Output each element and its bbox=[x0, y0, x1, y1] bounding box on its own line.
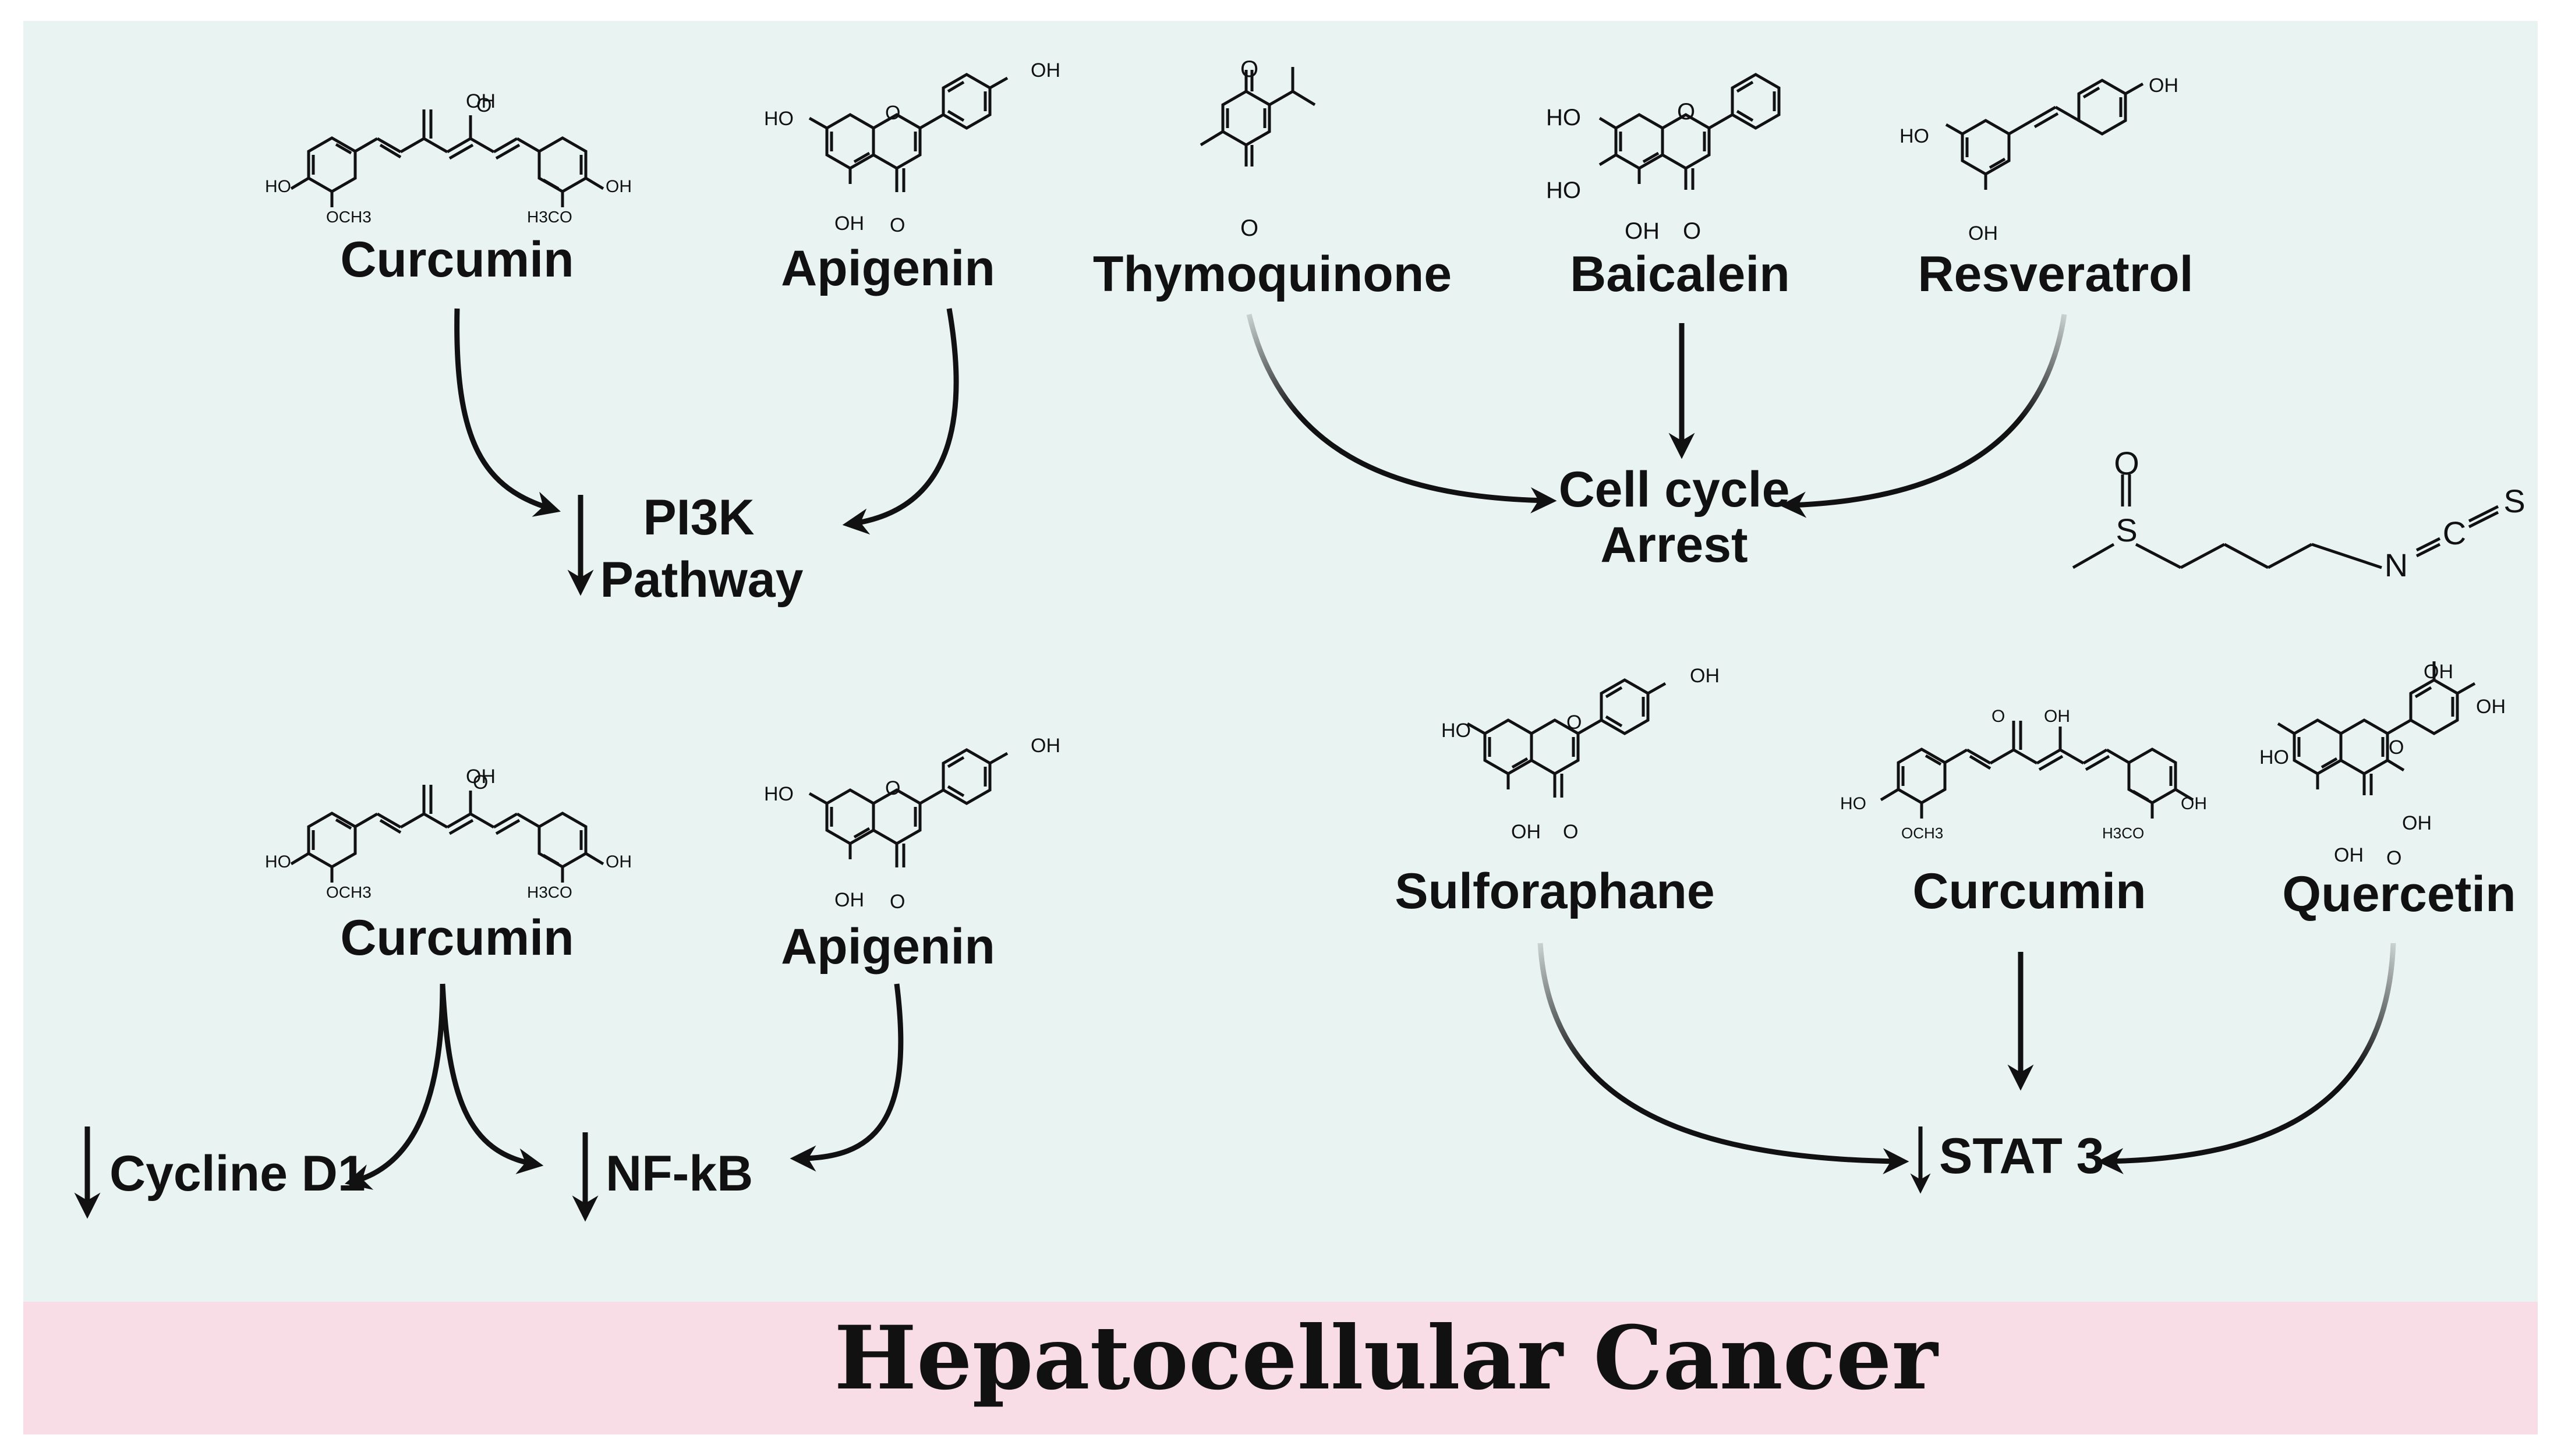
atom-label: OH bbox=[466, 766, 496, 788]
atom-label: O bbox=[890, 214, 905, 236]
stat3-label: STAT 3 bbox=[1939, 1128, 2104, 1184]
atom-label: OH bbox=[1031, 59, 1060, 82]
title-banner bbox=[23, 1302, 2538, 1434]
atom-label: HO bbox=[265, 852, 291, 872]
atom-label: H3CO bbox=[527, 883, 572, 901]
atom-label: C bbox=[2443, 515, 2466, 551]
atom-label: O bbox=[476, 94, 491, 116]
atom-label: O bbox=[2114, 445, 2139, 481]
curved-arrow-icon bbox=[1537, 943, 1909, 1175]
curved-arrow-icon bbox=[1246, 313, 1557, 513]
curcumin-top-structure: O OH HO OCH3 OH H3CO bbox=[265, 90, 632, 226]
atom-label: OH bbox=[2424, 661, 2453, 683]
resveratrol-structure: HO OH OH bbox=[1899, 75, 2178, 245]
cycline-d1-label: Cycline D1 bbox=[109, 1146, 366, 1202]
atom-label: S bbox=[2116, 512, 2137, 548]
atom-label: OH bbox=[1511, 821, 1541, 843]
curved-arrow-icon bbox=[1780, 314, 2067, 518]
atom-label: HO bbox=[1840, 794, 1866, 813]
atom-label: O bbox=[1677, 99, 1695, 125]
atom-label: O bbox=[1683, 218, 1701, 244]
curcumin-right-label: Curcumin bbox=[1912, 863, 2146, 919]
atom-label: OH bbox=[834, 889, 864, 911]
atom-label: OH bbox=[2181, 794, 2207, 813]
atom-label: O bbox=[1240, 56, 1258, 82]
curcumin-bottom-label: Curcumin bbox=[340, 910, 574, 966]
atom-label: OCH3 bbox=[1901, 824, 1943, 842]
apigenin-top-structure: HO OH O OH O bbox=[764, 59, 1060, 236]
thymoquinone-structure: O O bbox=[1201, 56, 1315, 241]
curved-arrow-icon bbox=[842, 308, 959, 535]
curved-arrow-icon bbox=[2097, 943, 2396, 1174]
sulforaphane-label: Sulforaphane bbox=[1395, 863, 1715, 919]
curved-arrow-icon bbox=[790, 983, 904, 1172]
nf-kb-label: NF-kB bbox=[606, 1146, 753, 1202]
curcumin-right-structure: O OH HO OCH3 OH H3CO bbox=[1840, 707, 2207, 842]
pathway-label: Pathway bbox=[600, 552, 804, 608]
atom-label: OH bbox=[1968, 222, 1998, 245]
atom-label: OH bbox=[2334, 844, 2364, 866]
atom-label: HO bbox=[1546, 178, 1581, 203]
atom-label: OCH3 bbox=[326, 208, 372, 226]
resveratrol-label: Resveratrol bbox=[1918, 246, 2193, 302]
atom-label: O bbox=[885, 777, 900, 799]
atom-label: OCH3 bbox=[326, 883, 372, 901]
atom-label: OH bbox=[834, 212, 864, 235]
atom-label: O bbox=[2386, 847, 2401, 869]
atom-label: OH bbox=[466, 90, 496, 112]
banner-title: Hepatocellular Cancer bbox=[834, 1307, 1939, 1409]
apigenin-bottom-label: Apigenin bbox=[781, 919, 995, 975]
atom-label: HO bbox=[2259, 746, 2289, 768]
atom-label: HO bbox=[265, 177, 291, 196]
atom-label: O bbox=[473, 771, 488, 793]
atom-label: OH bbox=[2402, 812, 2432, 834]
atom-label: O bbox=[1240, 215, 1258, 241]
atom-label: OH bbox=[2476, 696, 2506, 718]
curcumin-top-label: Curcumin bbox=[340, 232, 574, 288]
baicalein-structure: HO HO OH O O bbox=[1546, 75, 1779, 244]
atom-label: OH bbox=[1690, 665, 1720, 687]
quercetin-structure: HO OH O OH OH OH O bbox=[2259, 661, 2506, 869]
sulforaphane-flavone-structure: HO OH O OH O bbox=[1441, 665, 1720, 843]
atom-label: H3CO bbox=[2102, 824, 2144, 842]
atom-label: O bbox=[1566, 711, 1582, 734]
atom-label: HO bbox=[1546, 105, 1581, 130]
atom-label: OH bbox=[606, 177, 632, 196]
atom-label: HO bbox=[1899, 125, 1929, 147]
atom-label: O bbox=[885, 102, 900, 124]
atom-label: HO bbox=[764, 108, 794, 130]
curcumin-bottom-structure: O OH HO OCH3 OH H3CO bbox=[265, 766, 632, 901]
atom-label: O bbox=[1563, 821, 1578, 843]
atom-label: OH bbox=[2044, 707, 2070, 726]
atom-label: OH bbox=[2149, 75, 2178, 97]
atom-label: OH bbox=[606, 852, 632, 872]
curved-arrow-icon bbox=[454, 308, 561, 517]
atom-label: OH bbox=[1031, 735, 1060, 757]
atom-label: HO bbox=[764, 783, 794, 805]
pi3k-label: PI3K bbox=[643, 490, 754, 545]
quercetin-label: Quercetin bbox=[2282, 866, 2516, 922]
diagram-panel bbox=[23, 21, 2538, 1302]
atom-label: HO bbox=[1441, 720, 1471, 742]
baicalein-label: Baicalein bbox=[1570, 246, 1790, 302]
atom-label: O bbox=[890, 891, 905, 913]
atom-label: S bbox=[2503, 483, 2525, 519]
curved-arrow-icon bbox=[440, 983, 544, 1174]
atom-label: O bbox=[1992, 707, 2005, 726]
atom-label: OH bbox=[1625, 218, 1660, 244]
atom-label: N bbox=[2385, 547, 2408, 583]
sulforaphane-structure bbox=[2072, 474, 2499, 569]
atom-label: O bbox=[2389, 736, 2404, 759]
apigenin-bottom-structure: HO OH O OH O bbox=[764, 735, 1060, 913]
curved-arrow-icon bbox=[344, 983, 445, 1190]
arrest-label: Arrest bbox=[1600, 517, 1748, 573]
apigenin-top-label: Apigenin bbox=[781, 240, 995, 296]
atom-label: H3CO bbox=[527, 208, 572, 226]
cell-cycle-label: Cell cycle bbox=[1559, 462, 1790, 518]
thymoquinone-label: Thymoquinone bbox=[1093, 246, 1452, 302]
